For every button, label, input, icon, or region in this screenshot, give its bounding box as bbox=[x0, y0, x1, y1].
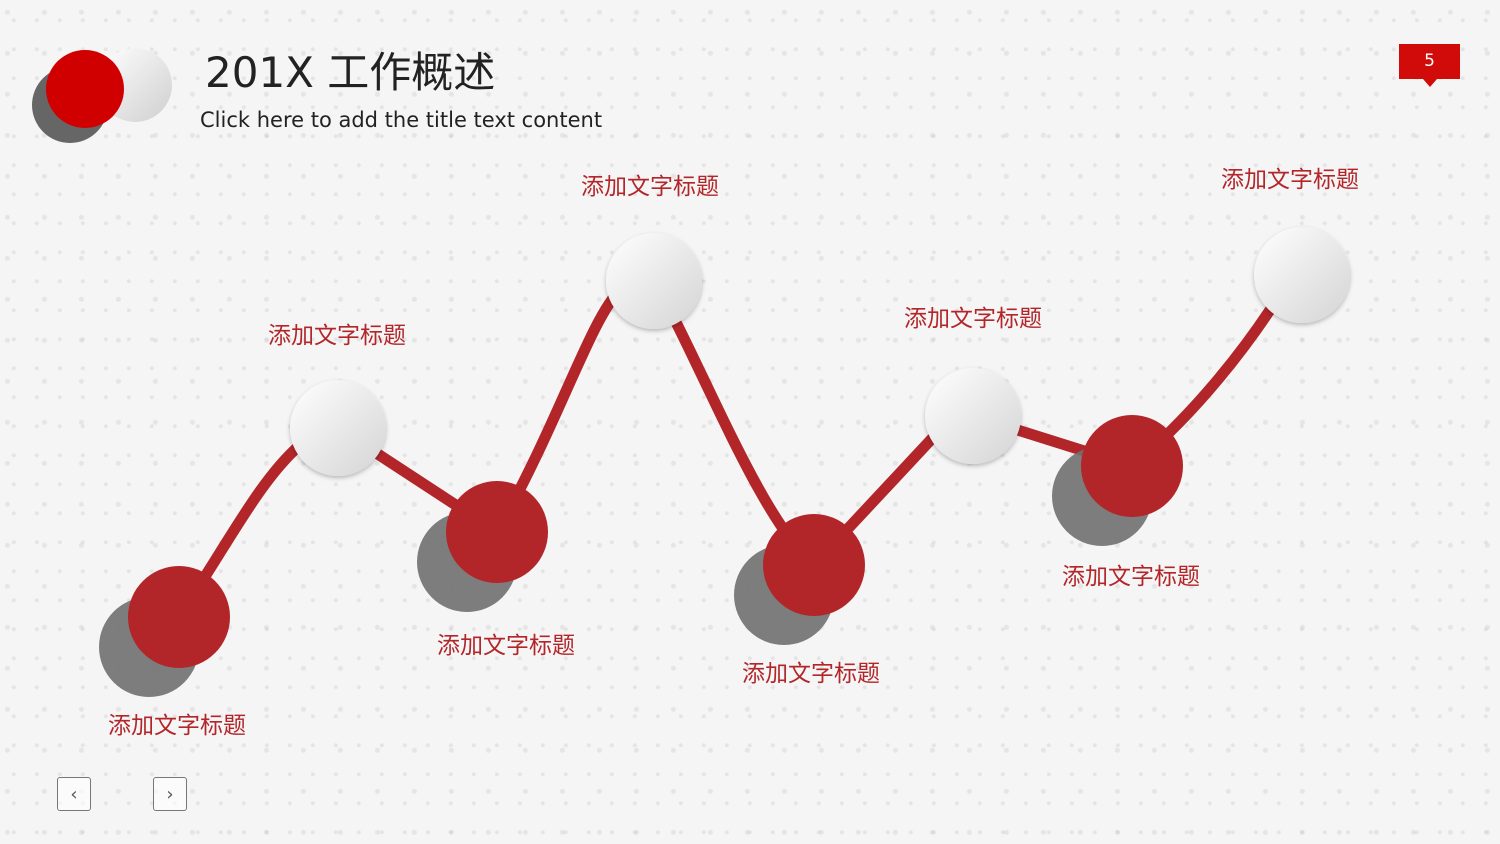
timeline-node-red bbox=[446, 481, 548, 583]
prev-slide-button[interactable]: ‹ bbox=[57, 777, 91, 811]
timeline-node-white bbox=[290, 380, 386, 476]
timeline-label: 添加文字标题 bbox=[268, 323, 406, 349]
timeline-label: 添加文字标题 bbox=[1221, 167, 1359, 193]
timeline-node-white bbox=[606, 233, 702, 329]
timeline-label: 添加文字标题 bbox=[1062, 564, 1200, 590]
chevron-left-icon: ‹ bbox=[70, 783, 78, 805]
timeline-label: 添加文字标题 bbox=[742, 661, 880, 687]
timeline-node-red bbox=[128, 566, 230, 668]
logo-circles bbox=[32, 48, 172, 143]
timeline-label: 添加文字标题 bbox=[904, 306, 1042, 332]
page-title: 201X 工作概述 bbox=[205, 48, 496, 97]
timeline-label: 添加文字标题 bbox=[437, 633, 575, 659]
timeline-node-red bbox=[1081, 415, 1183, 517]
timeline-label: 添加文字标题 bbox=[108, 713, 246, 739]
timeline-node-white bbox=[925, 368, 1021, 464]
page-number-badge: 5 bbox=[1399, 44, 1460, 87]
chevron-right-icon: › bbox=[166, 783, 174, 805]
timeline-node-red bbox=[763, 514, 865, 616]
next-slide-button[interactable]: › bbox=[153, 777, 187, 811]
page-subtitle: Click here to add the title text content bbox=[200, 108, 603, 132]
timeline-node-white bbox=[1254, 227, 1350, 323]
timeline-label: 添加文字标题 bbox=[581, 174, 719, 200]
